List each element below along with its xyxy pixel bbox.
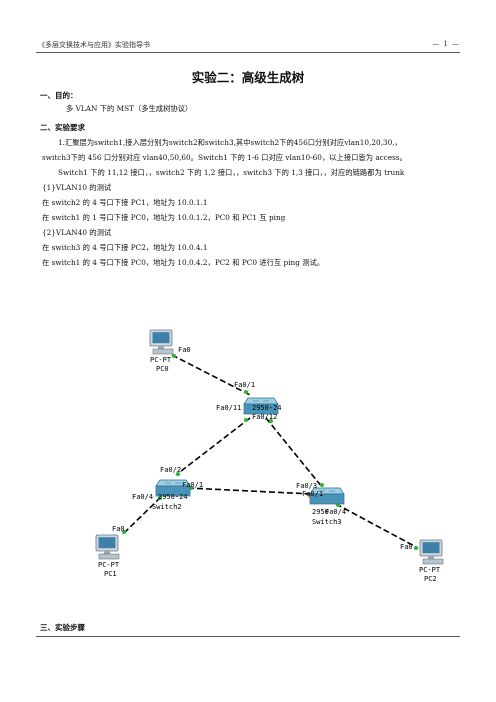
requirement-line: 1.汇聚层为switch1,接入层分别为switch2和switch3,其中sw… [58, 138, 402, 147]
link-status-dot [244, 390, 248, 394]
link-status-dot [122, 530, 126, 534]
switch3-model-label: 2950 [312, 508, 329, 516]
pc2-port-label: Fa0 [400, 543, 413, 551]
switch2-name-label: Switch2 [152, 503, 182, 511]
requirement-line: 在 switch1 的 4 号口下接 PC0，地址为 10.0.4.2，PC2 … [42, 258, 325, 267]
link-switch1-switch2 [175, 417, 251, 476]
requirement-line: {2}VLAN40 的测试 [42, 228, 112, 237]
switch3-port-fa0-4: Fa0/4 [325, 508, 346, 516]
page-title: 实验二：高级生成树 [191, 70, 305, 85]
link-switch1-switch3 [265, 417, 323, 488]
requirement-line: {1}VLAN10 的测试 [42, 183, 112, 192]
pc1-name-label: PC1 [104, 570, 117, 578]
section-purpose-heading: 一、目的： [40, 91, 78, 100]
header-page-number: — 1 — [432, 40, 460, 48]
switch1-model-label: 2950-24 [252, 404, 282, 412]
link-status-dot [176, 472, 180, 476]
pc0-name-label: PC0 [156, 365, 169, 373]
section-rule [36, 636, 460, 637]
switch2-port-fa0-4: Fa0/4 [132, 493, 153, 501]
link-status-dot [414, 546, 418, 550]
switch1-port-fa0-1: Fa0/1 [234, 381, 255, 389]
link-status-dot [172, 354, 176, 358]
header-title: 《多层交换技术与应用》实验指导书 [38, 41, 150, 49]
pc1-type-label: PC-PT [98, 561, 120, 569]
link-status-dot [244, 418, 248, 422]
requirement-line: 在 switch3 的 4 号口下接 PC2，地址为 10.0.4.1 [42, 243, 208, 252]
switch2-port-fa0-1: Fa0/1 [182, 481, 203, 489]
switch3-port-fa0-1: Fa0/1 [302, 490, 323, 498]
requirement-line: 在 switch2 的 4 号口下接 PC1，地址为 10.0.1.1 [42, 198, 208, 207]
link-status-dot [320, 483, 324, 487]
section-requirements-heading: 二、实验要求 [40, 123, 85, 132]
section-purpose-text: 多 VLAN 下的 MST（多生成树协议） [66, 104, 193, 113]
pc0-port-label: Fa0 [178, 346, 191, 354]
link-status-dot [269, 419, 273, 423]
header-rule [36, 52, 460, 53]
link-switch3-pc2 [335, 503, 419, 549]
switch3-port-fa0-3: Fa0/3 [296, 482, 317, 490]
pc2-name-label: PC2 [424, 575, 437, 583]
link-pc0-switch1 [171, 354, 251, 396]
pc0-type-label: PC-PT [150, 356, 172, 364]
link-pc1-switch2 [123, 495, 163, 534]
pc1-port-label: Fa0 [112, 525, 125, 533]
switch1-port-fa0-12: Fa0/12 [252, 413, 277, 421]
requirement-line: switch3下的 456 口分别对应 vlan40,50,60。Switch1… [42, 153, 407, 162]
pc2-type-label: PC-PT [419, 566, 441, 574]
link-status-dot [158, 496, 162, 500]
switch3-name-label: Switch3 [312, 518, 342, 526]
section-steps-heading: 三、实验步骤 [40, 623, 85, 632]
requirement-line: 在 switch1 的 1 号口下接 PC0，地址为 10.0.1.2，PC0 … [42, 213, 286, 222]
requirement-line: Switch1 下的 11,12 接口，，switch2 下的 1,2 接口，，… [58, 168, 405, 177]
switch2-model-label: 2950-24 [158, 493, 188, 501]
switch2-port-fa0-2: Fa0/2 [160, 466, 181, 474]
link-switch2-switch3 [187, 487, 313, 495]
pc0-computer-icon[interactable] [149, 329, 174, 355]
switch1-port-fa0-11: Fa0/11 [216, 404, 241, 412]
pc2-computer-icon[interactable] [419, 539, 444, 565]
pc1-computer-icon[interactable] [95, 534, 120, 560]
